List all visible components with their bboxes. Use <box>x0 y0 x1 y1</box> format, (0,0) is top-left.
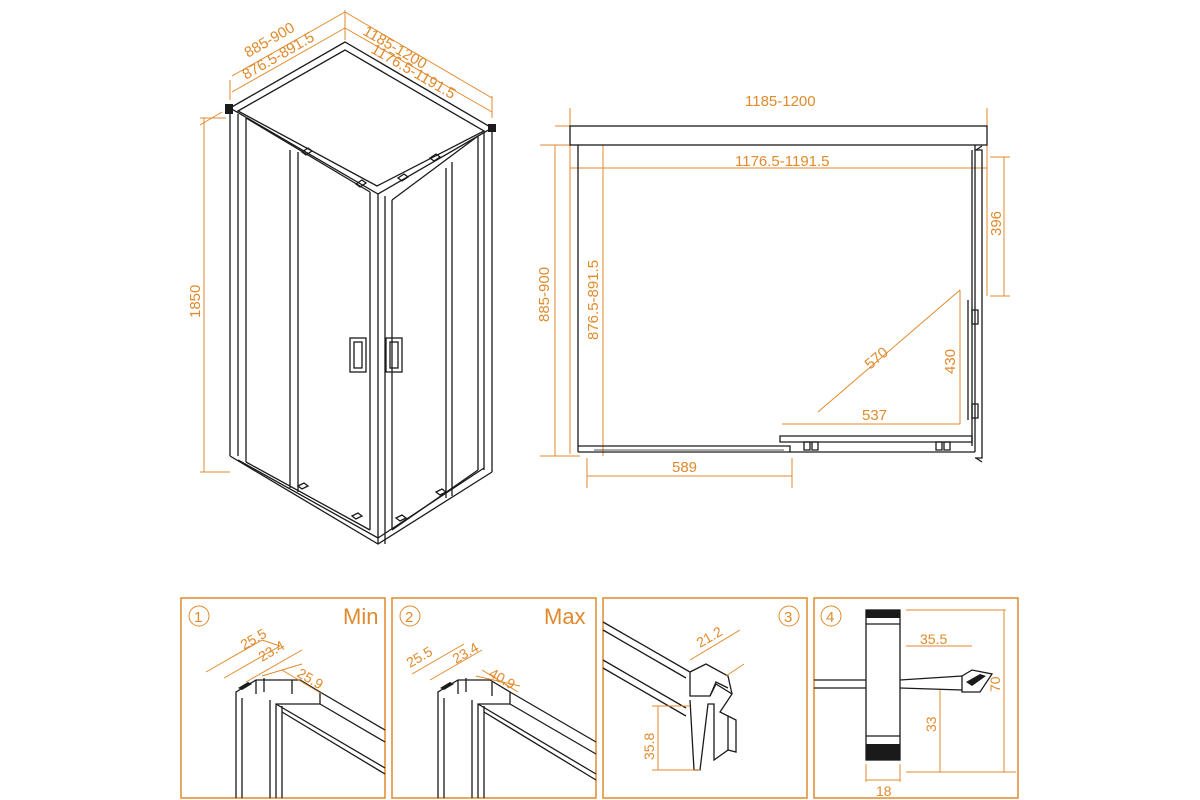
plan-width-outer-label: 1185-1200 <box>745 93 816 110</box>
detail-1-number: 1 <box>194 609 202 626</box>
plan-door-side-label: 430 <box>942 349 959 374</box>
plan-side-fixed-label: 396 <box>988 211 1005 236</box>
detail-4-dim-1: 35.5 <box>920 631 947 647</box>
plan-door-diag-label: 570 <box>862 344 892 373</box>
detail-1-label: Min <box>343 604 378 629</box>
detail-panel-2: 2 Max 25.5 23.4 40.9 <box>391 597 597 799</box>
detail-4-dim-2: 70 <box>987 676 1003 692</box>
detail-3-number: 3 <box>784 609 792 626</box>
plan-door-front-label: 537 <box>862 407 887 424</box>
detail-panel-3: 3 21.2 35.8 <box>602 597 808 799</box>
detail-4-number: 4 <box>826 609 834 626</box>
iso-height-label: 1850 <box>187 285 204 318</box>
detail-4-dim-3: 33 <box>923 716 939 732</box>
detail-4-dim-4: 18 <box>876 783 892 799</box>
detail-panel-1: 1 Min 25.5 23.4 25.9 <box>180 597 386 799</box>
detail-panel-4: 4 35.5 70 33 18 <box>813 597 1019 799</box>
detail-2-label: Max <box>544 604 586 629</box>
detail-2-dim-1: 25.5 <box>404 643 436 671</box>
plan-depth-outer-label: 885-900 <box>536 267 553 322</box>
detail-2-number: 2 <box>405 609 413 626</box>
detail-3-dim-1: 21.2 <box>694 623 726 651</box>
detail-2-dim-2: 23.4 <box>450 639 482 667</box>
plan-depth-inner-label: 876.5-891.5 <box>585 260 602 340</box>
plan-front-fixed-label: 589 <box>672 459 697 476</box>
detail-1-dim-3: 25.9 <box>295 665 327 693</box>
detail-3-dim-2: 35.8 <box>641 733 657 760</box>
isometric-view: 885-900 876.5-891.5 1185-1200 1176.5-119… <box>187 10 496 545</box>
plan-width-inner-label: 1176.5-1191.5 <box>735 153 830 170</box>
plan-view: 1185-1200 1176.5-1191.5 885-900 876.5-89… <box>536 93 1010 488</box>
